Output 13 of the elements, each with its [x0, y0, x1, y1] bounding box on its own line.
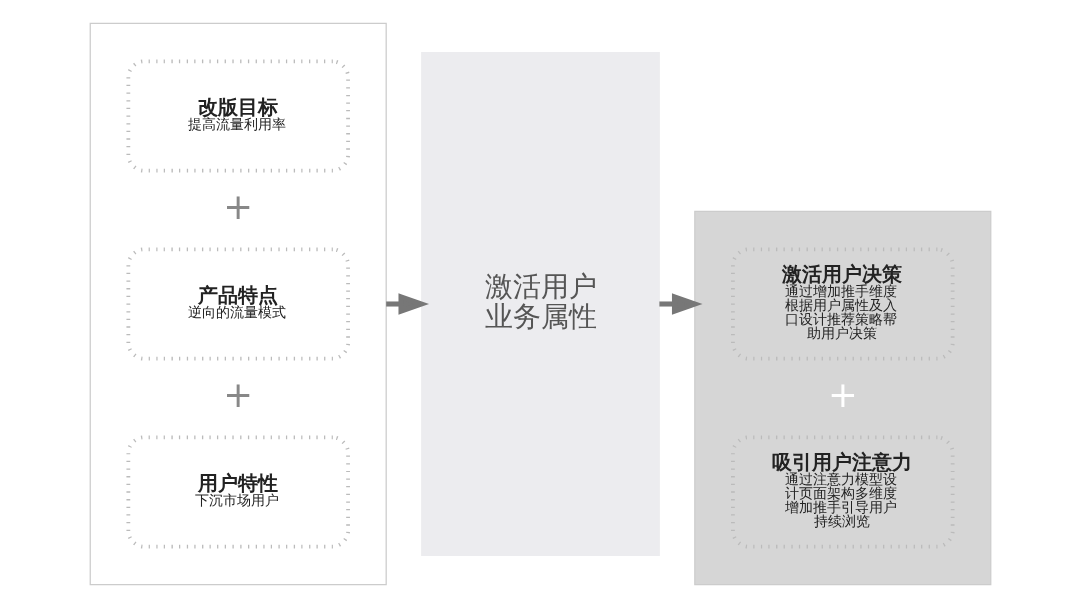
node-box: 改版目标 提高流量利用率 [125, 59, 350, 173]
node-box: 激活用户决策 通过增加推手维度根据用户属性及入口设计推荐策略帮助用户决策 [730, 247, 955, 361]
arrow [385, 293, 429, 315]
cluster [89, 22, 387, 586]
label: + [827, 373, 858, 415]
label: + [222, 185, 253, 227]
arrow [658, 293, 702, 315]
node-box: 吸引用户注意力 通过注意力模型设计页面架构多维度增加推手引导用户持续浏览 [730, 435, 955, 549]
node-box: 激活用户业务属性 [420, 51, 660, 557]
node-box: 用户特性 下沉市场用户 [125, 435, 350, 549]
node-box: 产品特点 逆向的流量模式 [125, 247, 350, 361]
cluster [693, 210, 991, 586]
label: + [222, 373, 253, 415]
